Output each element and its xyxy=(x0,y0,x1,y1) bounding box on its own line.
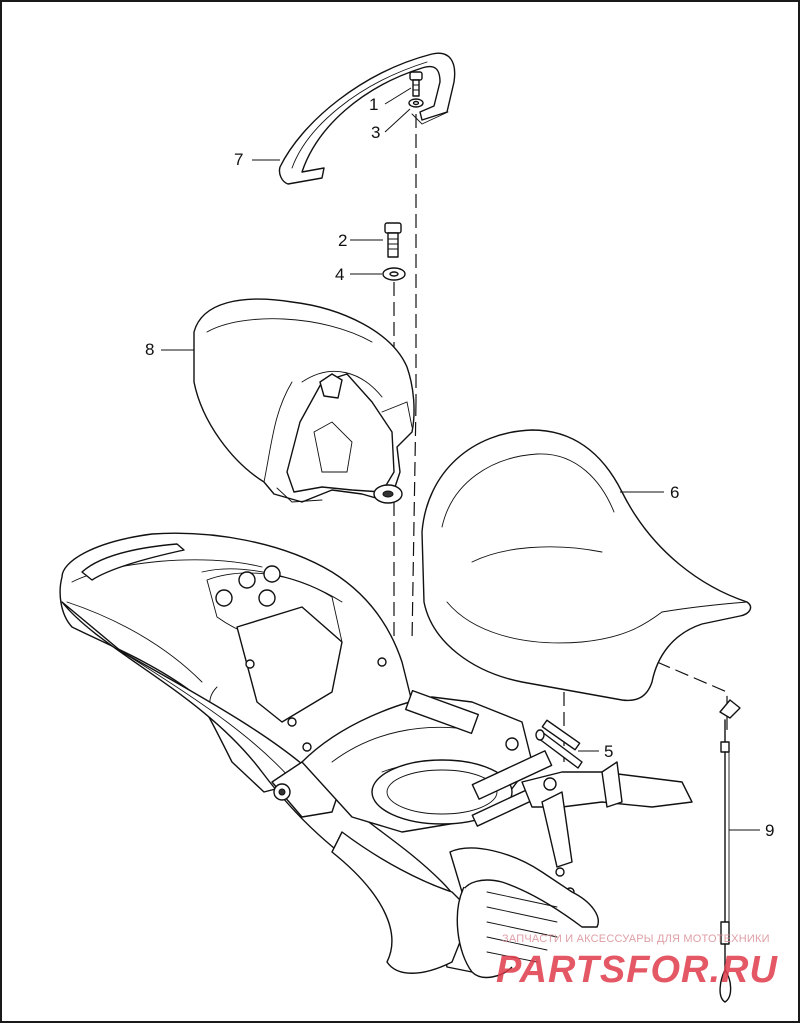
leader-lines xyxy=(161,87,760,831)
part-4-washer xyxy=(382,267,406,281)
watermark-brand: PARTSFOR.RU xyxy=(496,949,778,991)
callout-6: 6 xyxy=(670,483,679,502)
part-2-bolt xyxy=(384,222,402,258)
part-6-rider-seat xyxy=(421,429,752,702)
rear-fender xyxy=(59,532,413,793)
callout-9: 9 xyxy=(765,821,774,840)
callout-5: 5 xyxy=(604,742,613,761)
part-1-screw xyxy=(409,71,423,97)
watermark: ЗАПЧАСТИ И АКСЕССУАРЫ ДЛЯ МОТОТЕХНИКИ PA… xyxy=(496,933,778,991)
callout-8: 8 xyxy=(145,340,154,359)
part-9-tether xyxy=(719,699,741,1003)
callout-labels: 1 2 3 4 5 6 7 8 9 xyxy=(145,95,774,840)
callout-2: 2 xyxy=(338,231,347,250)
watermark-tagline: ЗАПЧАСТИ И АКСЕССУАРЫ ДЛЯ МОТОТЕХНИКИ xyxy=(502,933,770,945)
part-7-grab-rail xyxy=(278,52,456,185)
part-8-pillion-seat xyxy=(193,298,415,504)
callout-1: 1 xyxy=(369,95,378,114)
callout-7: 7 xyxy=(234,150,243,169)
part-3-washer xyxy=(408,98,424,108)
callout-4: 4 xyxy=(335,265,344,284)
frame-rails xyxy=(61,601,693,979)
callout-3: 3 xyxy=(371,123,380,142)
part-5-pin xyxy=(535,729,583,769)
